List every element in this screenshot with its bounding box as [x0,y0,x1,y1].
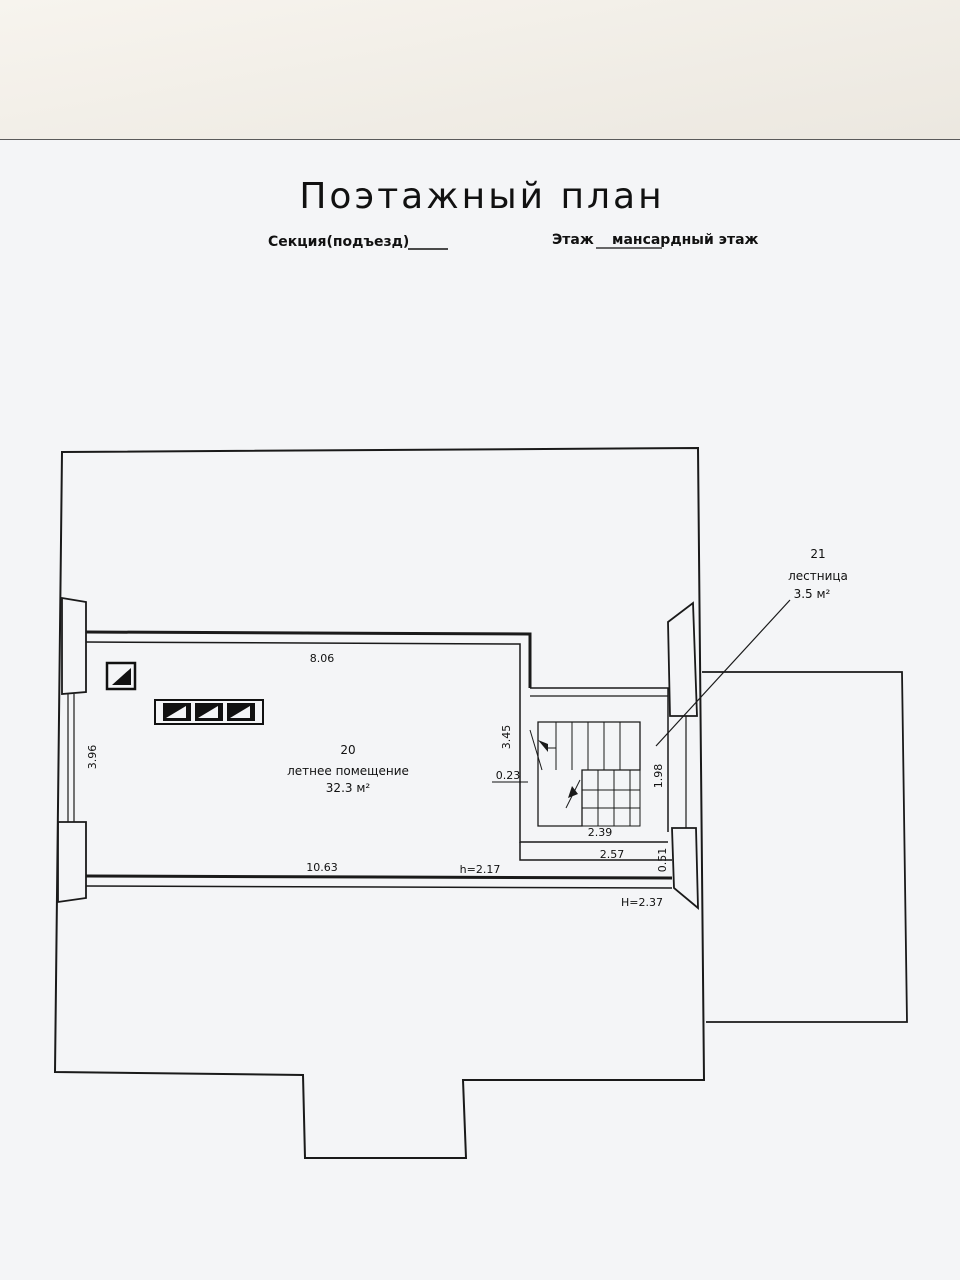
dim-stair-width-outer: 2.57 [600,848,625,861]
plan-sheet [0,140,960,1280]
dim-outer-height: H=2.37 [621,896,663,909]
stair-arrow-head [538,740,548,752]
room-top-wall [85,630,532,688]
dim-stair-height-right: 1.98 [652,764,665,789]
floor-label: Этаж [552,232,594,248]
stair-entry-line [529,729,543,771]
stair-leader-line [655,599,791,747]
room-21-area: 3.5 м² [794,587,831,601]
right-upper-gable [667,601,698,717]
dim-top-length: 8.06 [310,652,335,665]
room-20-name: летнее помещение [287,764,409,778]
stair-steps [555,722,641,827]
plan-title: Поэтажный план [299,176,664,217]
dim-stair-offset: 0.23 [496,769,521,782]
room-bottom-wall-inner [85,885,673,889]
room-21-number: 21 [810,547,825,561]
dim-bottom-length: 10.63 [306,861,338,874]
left-lower-gable [57,821,87,904]
building-outline [53,446,706,1159]
right-annex-outline [702,671,908,1023]
dim-left-width: 3.96 [86,745,99,770]
section-label: Секция(подъезд) [268,234,409,250]
stair-bottom-wall [519,842,672,861]
right-lower-gable [671,827,699,910]
left-upper-gable [61,596,87,695]
stair-enclosure-top [530,687,669,832]
floor-value: мансардный этаж [612,232,759,248]
room-20-number: 20 [340,743,355,757]
background-surface [0,0,960,160]
dim-stair-height-left: 3.45 [500,725,513,750]
radiator-icon [154,699,264,725]
room-21-name: лестница [788,569,848,583]
dim-stair-width-inner: 2.39 [588,826,613,839]
staircase-outline [537,721,641,827]
stair-direction-arrow [568,786,578,798]
room-20-area: 32.3 м² [326,781,371,795]
dim-right-small: 0.51 [656,848,669,873]
boiler-icon [105,661,137,691]
room-bottom-wall [85,874,673,880]
dim-inner-height: h=2.17 [460,863,501,876]
room-top-wall-inner [85,641,668,843]
